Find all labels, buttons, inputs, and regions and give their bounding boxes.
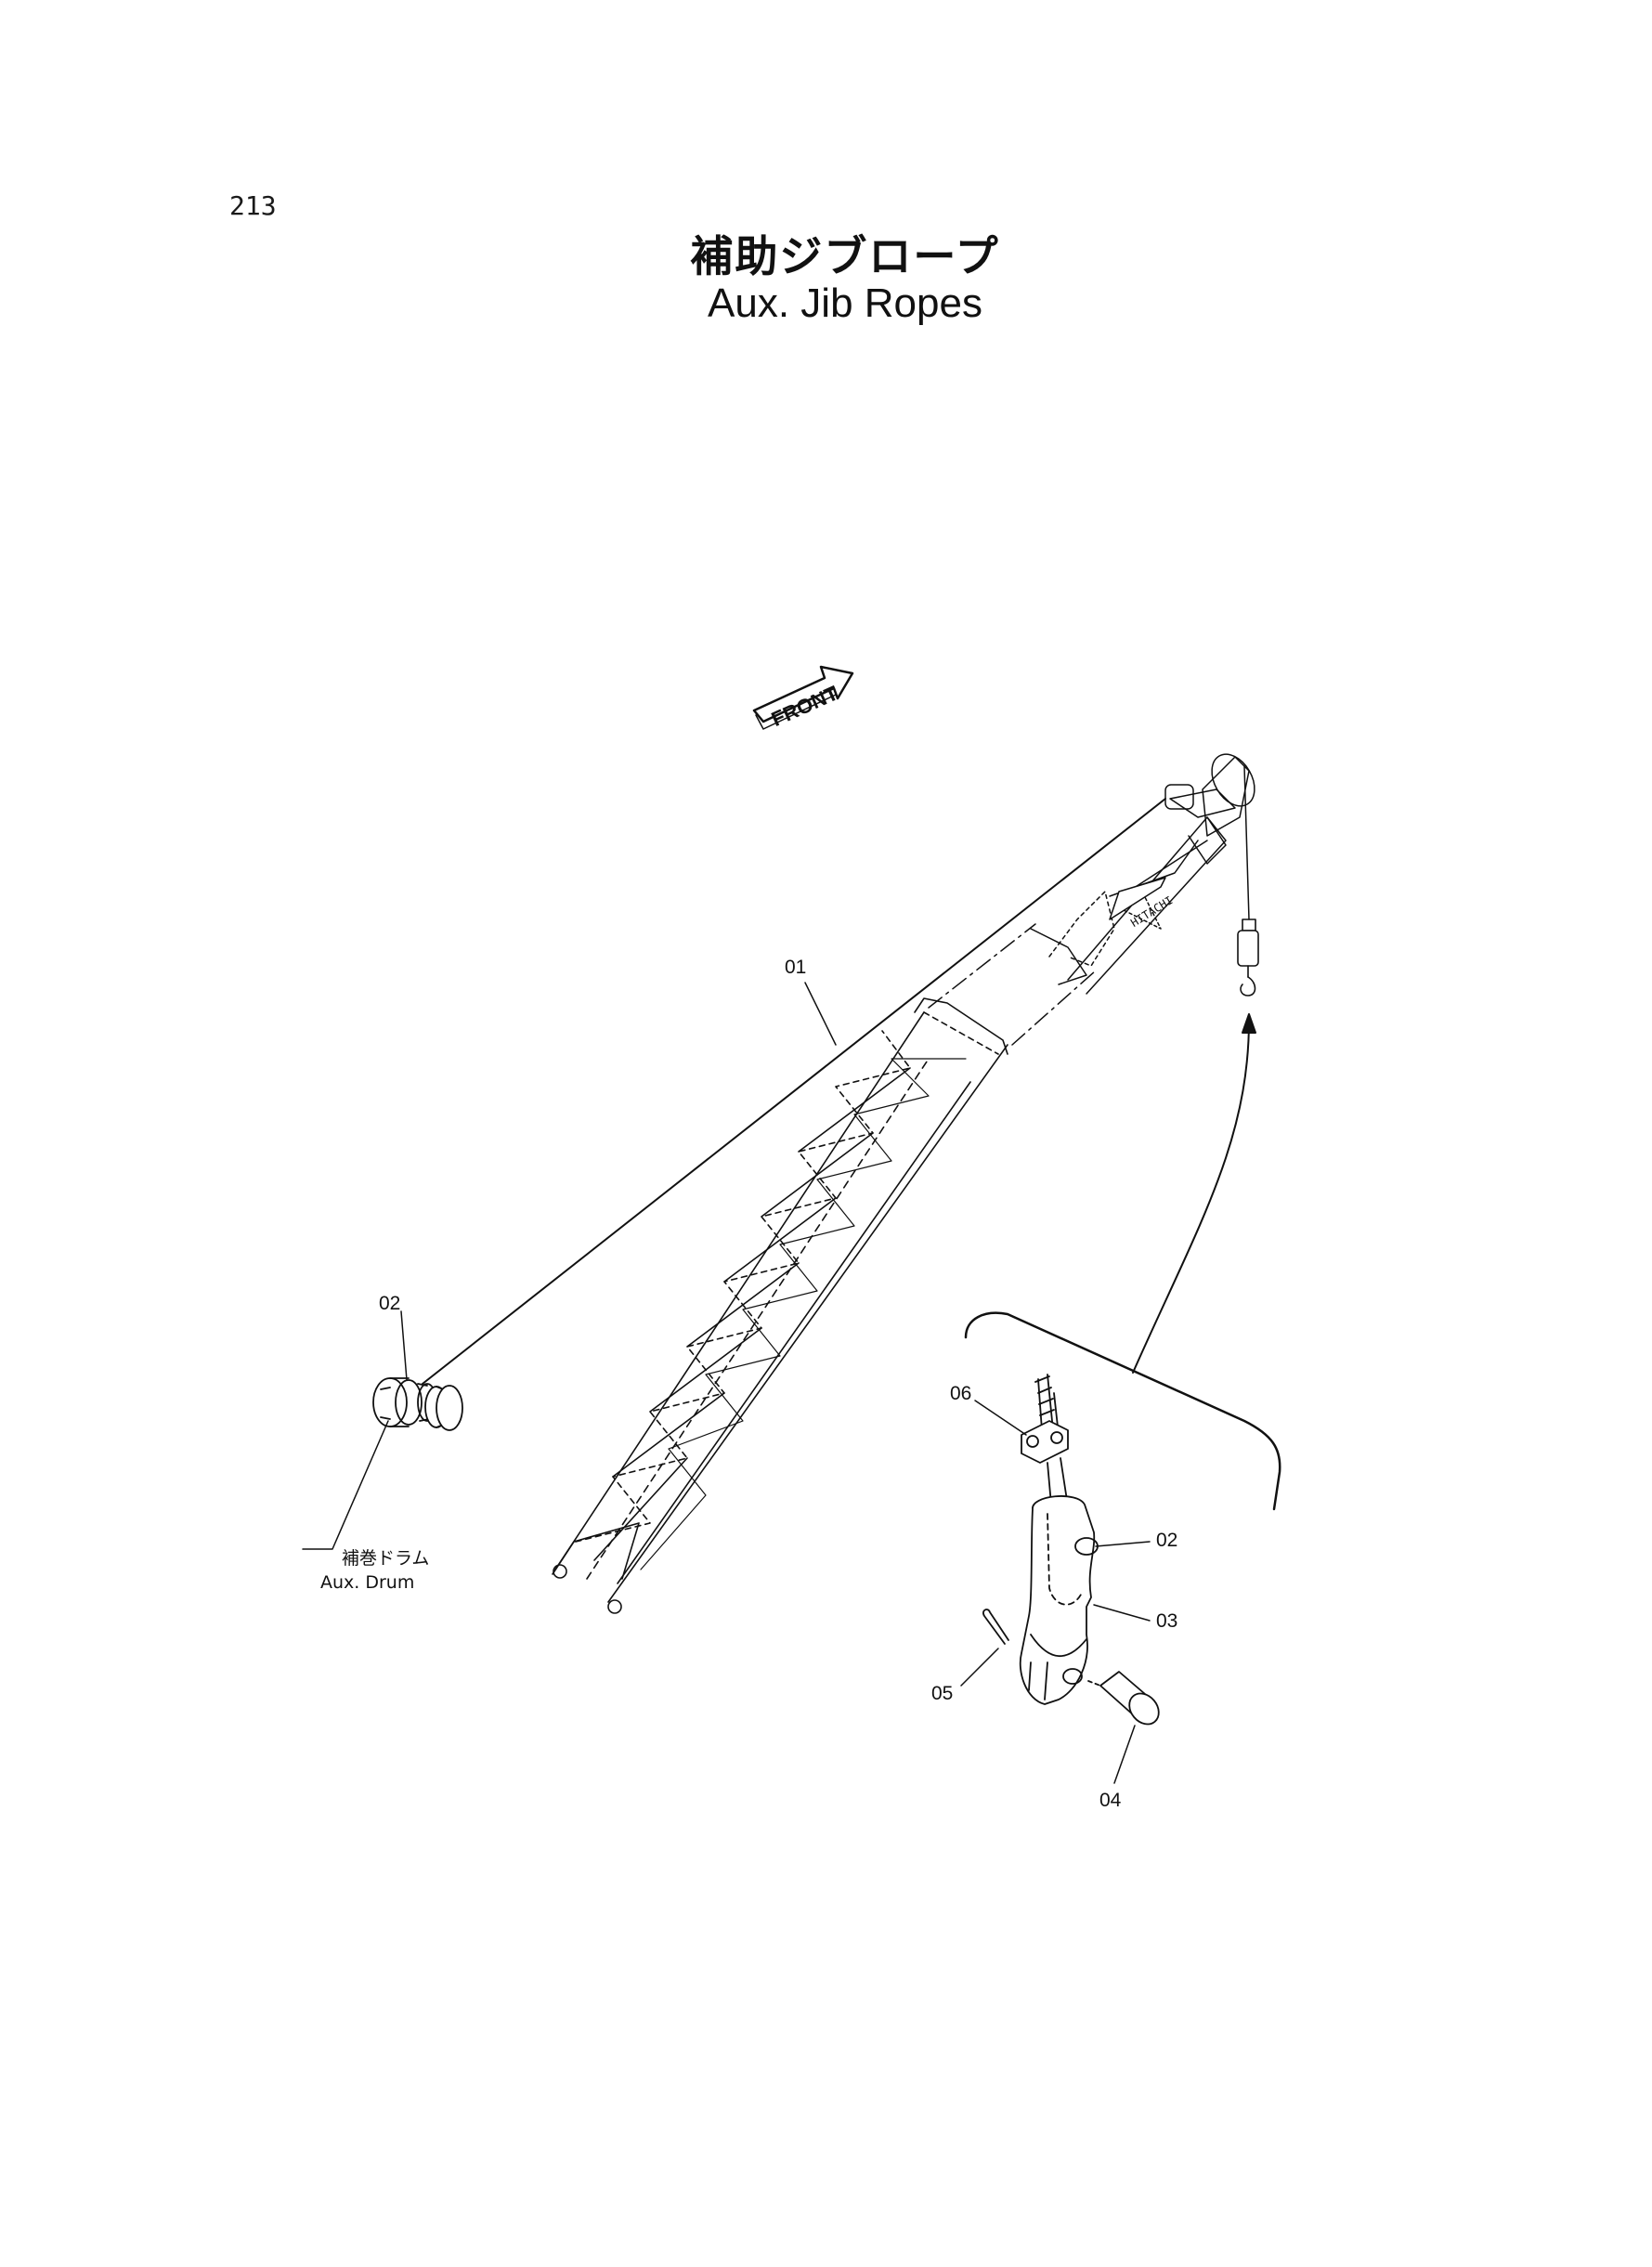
detail-reference-arrow xyxy=(1132,1013,1256,1374)
rope-01-leader xyxy=(804,982,837,1046)
callout-rope-01: 01 xyxy=(785,957,806,978)
page-title-japanese: 補助ジブロープ xyxy=(690,231,1000,281)
aux-drum-leader xyxy=(302,1420,389,1550)
aux-drum-icon xyxy=(372,1377,463,1431)
aux-drum-note-japanese: 補巻ドラム xyxy=(342,1548,429,1569)
rope-socket-detail xyxy=(982,1374,1160,1726)
detail-leaders xyxy=(960,1400,1151,1784)
drum-02-leader xyxy=(400,1310,408,1381)
aux-drum-note-english: Aux. Drum xyxy=(320,1572,414,1593)
callout-drum-02: 02 xyxy=(379,1293,400,1314)
rope-01 xyxy=(422,765,1250,1385)
page-number: 213 xyxy=(229,190,277,221)
page-title-english: Aux. Jib Ropes xyxy=(708,280,982,326)
detail-bracket xyxy=(964,1311,1281,1511)
callout-cotter-05: 05 xyxy=(931,1683,953,1704)
jib-upper-section: HITACHI xyxy=(928,753,1255,1046)
front-arrow-icon: FRONT xyxy=(752,665,854,731)
callout-socket-03: 03 xyxy=(1156,1610,1177,1632)
hook-block-icon xyxy=(1237,919,1259,997)
callout-socket-02: 02 xyxy=(1156,1530,1177,1551)
callout-pin-04: 04 xyxy=(1099,1790,1122,1811)
jib-lattice-boom xyxy=(552,997,1008,1614)
callout-clip-06: 06 xyxy=(950,1383,971,1404)
